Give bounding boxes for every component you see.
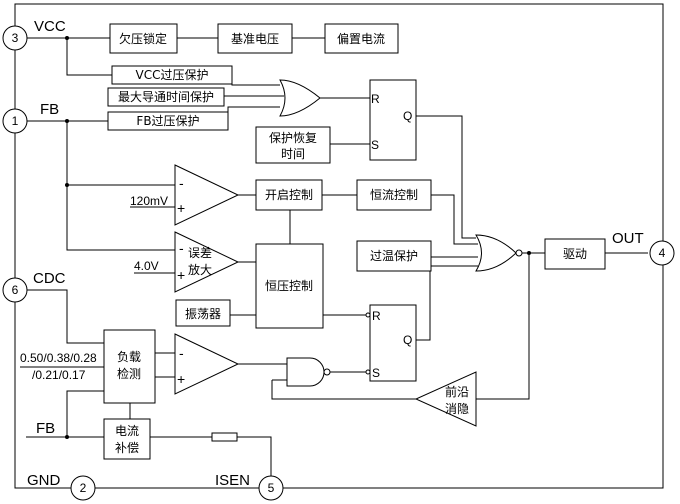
flipflop-bottom: R S Q (365, 304, 417, 382)
block-uvlo-label: 欠压锁定 (119, 31, 167, 46)
pin-fb-label: FB (40, 101, 59, 118)
comparator-cs-plus: + (177, 371, 185, 387)
block-max-on-time: 最大导通时间保护 (107, 87, 225, 107)
block-oscillator-label: 振荡器 (185, 307, 221, 321)
block-cc-control: 恒流控制 (356, 179, 432, 211)
block-otp-label: 过温保护 (370, 249, 418, 263)
block-startup: 开启控制 (255, 179, 323, 211)
block-cc-control-label: 恒流控制 (370, 188, 418, 202)
block-leb: 前沿 消隐 (414, 371, 477, 427)
block-uvlo: 欠压锁定 (109, 23, 178, 54)
fb-internal-label: FB (36, 420, 55, 437)
block-oscillator: 振荡器 (175, 299, 231, 327)
main-nor-gate (475, 234, 523, 272)
error-amp-label-1: 误差 (188, 246, 212, 260)
pin-gnd-label: GND (27, 472, 61, 489)
pin-cdc-label: CDC (33, 270, 66, 287)
error-amplifier: - + 误差 放大 4.0V (134, 231, 240, 293)
flipflop-bottom-q: Q (403, 333, 412, 347)
error-amp-plus: + (177, 267, 185, 283)
flipflop-top: R S Q (369, 79, 417, 161)
block-vcc-ovp-label: VCC过压保护 (136, 68, 209, 82)
block-recover-line1: 保护恢复 (269, 131, 317, 145)
block-bias: 偏置电流 (324, 23, 399, 54)
and-gate (286, 357, 331, 387)
block-load-detect-line2: 检测 (117, 366, 141, 381)
pin-out: 4 OUT (612, 230, 675, 266)
comparator-startup: - + 120mV (130, 164, 240, 226)
pin-fb: 1 FB (2, 101, 59, 134)
cdc-levels-line2: /0.21/0.17 (32, 368, 86, 382)
pin-vcc-number: 3 (12, 31, 19, 45)
flipflop-bottom-r: R (372, 309, 381, 323)
block-vref: 基准电压 (217, 23, 293, 54)
block-load-detect: 负载 检测 (103, 329, 156, 404)
comparator-cs: - + (174, 333, 240, 395)
error-amp-minus: - (179, 240, 184, 256)
sense-resistor (211, 432, 238, 442)
block-otp: 过温保护 (356, 240, 432, 272)
protection-or-gate (279, 79, 321, 117)
flipflop-top-r: R (371, 92, 380, 106)
pin-vcc: 3 VCC (2, 18, 66, 51)
pin-isen-label: ISEN (215, 472, 250, 489)
block-fb-ovp-label: FB过压保护 (136, 114, 199, 128)
block-leb-line1: 前沿 (445, 384, 469, 399)
block-recover-line2: 时间 (281, 147, 305, 161)
cdc-levels: 0.50/0.38/0.28 /0.21/0.17 (20, 351, 97, 382)
block-driver-label: 驱动 (563, 247, 587, 261)
block-compensation-line2: 补偿 (115, 440, 139, 455)
block-leb-line2: 消隐 (445, 402, 469, 416)
block-max-on-time-label: 最大导通时间保护 (118, 90, 214, 104)
pin-gnd: 2 GND (27, 472, 96, 501)
block-recover-time: 保护恢复 时间 (255, 126, 331, 164)
comparator-cs-minus: - (179, 345, 184, 361)
wires (20, 37, 648, 476)
block-fb-ovp: FB过压保护 (107, 111, 229, 131)
cdc-levels-line1: 0.50/0.38/0.28 (20, 351, 97, 365)
block-compensation: 电流 补偿 (103, 418, 151, 460)
block-load-detect-line1: 负载 (117, 350, 141, 364)
block-startup-label: 开启控制 (265, 188, 313, 202)
flipflop-top-q: Q (403, 109, 412, 123)
block-cv-control-label: 恒压控制 (265, 279, 313, 293)
error-amp-label-2: 放大 (188, 262, 212, 277)
pin-cdc-number: 6 (12, 283, 19, 297)
comparator-startup-ref: 120mV (130, 194, 168, 208)
block-compensation-line1: 电流 (115, 424, 139, 438)
pin-gnd-number: 2 (80, 481, 87, 495)
block-vref-label: 基准电压 (231, 32, 279, 46)
pin-out-label: OUT (612, 230, 644, 247)
block-bias-label: 偏置电流 (337, 31, 385, 46)
pin-isen: 5 ISEN (215, 472, 284, 501)
flipflop-bottom-s: S (372, 366, 380, 380)
comparator-startup-plus: + (177, 200, 185, 216)
error-amp-ref: 4.0V (134, 259, 159, 273)
block-cv-control: 恒压控制 (255, 243, 324, 329)
comparator-startup-minus: - (179, 175, 184, 191)
pin-cdc: 6 CDC (2, 270, 66, 303)
block-driver: 驱动 (544, 238, 606, 270)
flipflop-top-s: S (371, 138, 379, 152)
pin-fb-number: 1 (12, 114, 19, 128)
pin-vcc-label: VCC (34, 18, 66, 35)
pin-isen-number: 5 (268, 481, 275, 495)
block-vcc-ovp: VCC过压保护 (111, 65, 233, 85)
pin-out-number: 4 (659, 246, 666, 260)
